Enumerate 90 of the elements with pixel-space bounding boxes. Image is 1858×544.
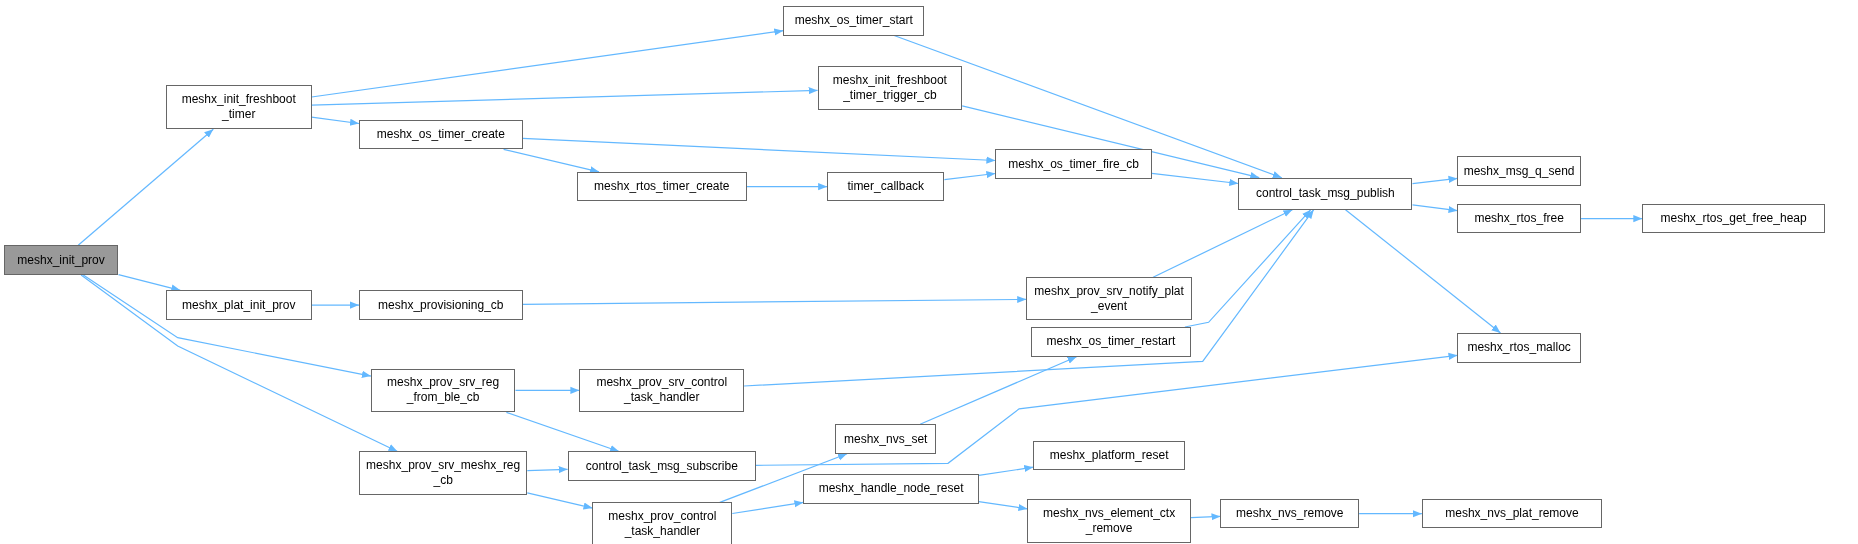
function-box <box>1027 498 1191 543</box>
function-box <box>1457 203 1581 234</box>
function-box <box>165 290 312 320</box>
function-name: meshx_nvs_plat_remove <box>1445 506 1579 522</box>
arrow <box>719 453 848 503</box>
function-box <box>827 171 945 202</box>
arrow <box>311 28 784 98</box>
function-box <box>1030 327 1191 357</box>
function-box <box>1457 332 1581 363</box>
function-box <box>817 66 963 111</box>
function-name: meshx_prov_srv_reg_from_ble_cb <box>386 375 501 406</box>
function-box <box>835 424 937 454</box>
arrow <box>311 116 360 126</box>
arrow <box>1411 204 1459 214</box>
arrow <box>961 105 1260 180</box>
function-name: meshx_rtos_free <box>1474 211 1564 227</box>
function-name: meshx_init_freshboot_timer <box>180 92 297 123</box>
function-box <box>1457 156 1581 186</box>
function-box <box>577 171 747 202</box>
function-name: meshx_init_prov <box>17 252 105 268</box>
arrow <box>1151 172 1239 186</box>
arrow <box>1344 209 1502 334</box>
arrow <box>311 87 819 106</box>
arrow <box>82 274 372 378</box>
arrow <box>526 466 569 474</box>
function-name: meshx_prov_srv_meshx_reg_cb <box>365 458 522 489</box>
arrow <box>743 209 1315 387</box>
function-name: meshx_nvs_set <box>844 431 928 447</box>
function-box <box>359 451 528 496</box>
function-name: control_task_msg_publish <box>1255 186 1395 202</box>
function-box <box>1642 203 1825 234</box>
function-box <box>3 245 119 275</box>
arrow <box>745 183 828 191</box>
function-box <box>165 85 312 130</box>
arrow <box>1184 209 1312 328</box>
function-box <box>567 451 756 482</box>
function-name: meshx_rtos_malloc <box>1467 340 1571 356</box>
arrow <box>522 295 1027 305</box>
arrow <box>1358 510 1423 518</box>
arrow <box>943 171 996 181</box>
function-box <box>783 5 925 36</box>
function-box <box>1238 177 1413 210</box>
arrow <box>919 356 1078 425</box>
function-box <box>1026 277 1193 320</box>
arrow <box>526 492 594 510</box>
function-name: meshx_os_timer_start <box>794 13 913 29</box>
function-name: control_task_msg_subscribe <box>585 458 738 474</box>
function-name: meshx_platform_reset <box>1049 448 1169 464</box>
arrow <box>505 411 620 453</box>
arrow <box>80 274 399 453</box>
function-name: meshx_provisioning_cb <box>378 297 504 313</box>
function-name: meshx_prov_srv_notify_plat_event <box>1033 283 1185 314</box>
arrow <box>77 128 214 246</box>
function-box <box>1033 440 1185 471</box>
arrow <box>978 501 1028 512</box>
function-box <box>995 149 1152 179</box>
function-box <box>359 119 523 150</box>
arrow <box>1411 175 1459 185</box>
arrow <box>311 301 360 309</box>
function-name: meshx_handle_node_reset <box>818 481 964 497</box>
function-name: meshx_prov_srv_control_task_handler <box>595 375 729 406</box>
function-name: meshx_plat_init_prov <box>182 297 296 313</box>
function-name: meshx_init_freshboot_timer_trigger_cb <box>831 73 948 104</box>
function-box <box>1421 498 1603 529</box>
function-name: meshx_rtos_get_free_heap <box>1660 211 1807 227</box>
function-box <box>592 502 733 544</box>
function-name: meshx_rtos_timer_create <box>594 179 730 195</box>
function-name: meshx_os_timer_fire_cb <box>1008 156 1139 172</box>
arrow <box>1190 513 1222 521</box>
function-box <box>370 368 516 413</box>
function-box <box>1220 498 1360 529</box>
arrow <box>522 137 996 164</box>
function-box <box>803 473 979 504</box>
arrow <box>978 465 1034 476</box>
function-name: meshx_msg_q_send <box>1463 163 1575 179</box>
function-box <box>359 290 523 320</box>
arrow <box>514 386 580 394</box>
function-name: timer_callback <box>847 179 925 195</box>
function-name: meshx_prov_control_task_handler <box>607 509 718 540</box>
arrow <box>731 500 804 515</box>
function-name: meshx_nvs_element_ctx_remove <box>1042 505 1177 536</box>
arrow <box>755 352 1459 466</box>
arrow <box>503 148 600 174</box>
arrow <box>117 274 181 292</box>
function-name: meshx_os_timer_create <box>376 126 505 142</box>
arrow <box>1580 215 1643 223</box>
function-name: meshx_os_timer_restart <box>1046 334 1176 350</box>
function-name: meshx_nvs_remove <box>1236 506 1344 522</box>
arrow <box>1152 209 1293 278</box>
function-box <box>579 368 745 413</box>
